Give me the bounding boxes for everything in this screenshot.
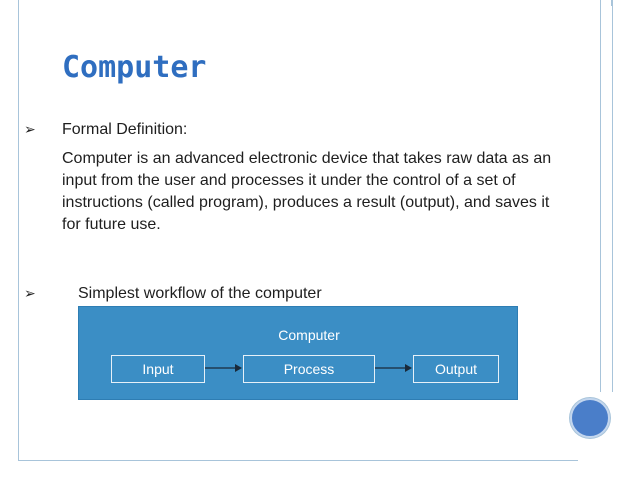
frame-right-line: [600, 0, 601, 392]
arrow-bullet-icon: ➢: [24, 285, 36, 301]
frame-left-line: [18, 0, 19, 460]
diagram-title: Computer: [278, 327, 340, 343]
bullet-label: Formal Definition:: [62, 121, 188, 138]
frame-bottom-line: [18, 460, 578, 461]
bullet-formal-definition: ➢ Formal Definition:: [24, 121, 187, 139]
frame-top-line: [18, 0, 612, 6]
frame-right-line-inner: [612, 0, 613, 392]
process-box: Process: [243, 355, 375, 383]
slide-title: Computer: [62, 50, 207, 85]
output-box: Output: [413, 355, 499, 383]
bullet-workflow: ➢ Simplest workflow of the computer: [24, 285, 322, 303]
bullet-label: Simplest workflow of the computer: [78, 285, 322, 302]
input-box: Input: [111, 355, 205, 383]
definition-text: Computer is an advanced electronic devic…: [62, 150, 552, 233]
arrow-right-icon: [205, 364, 242, 372]
blue-circle-icon: [570, 398, 610, 438]
arrow-bullet-icon: ➢: [24, 121, 36, 137]
workflow-diagram: Computer Input Process Output: [78, 306, 518, 400]
arrow-right-icon: [375, 364, 412, 372]
